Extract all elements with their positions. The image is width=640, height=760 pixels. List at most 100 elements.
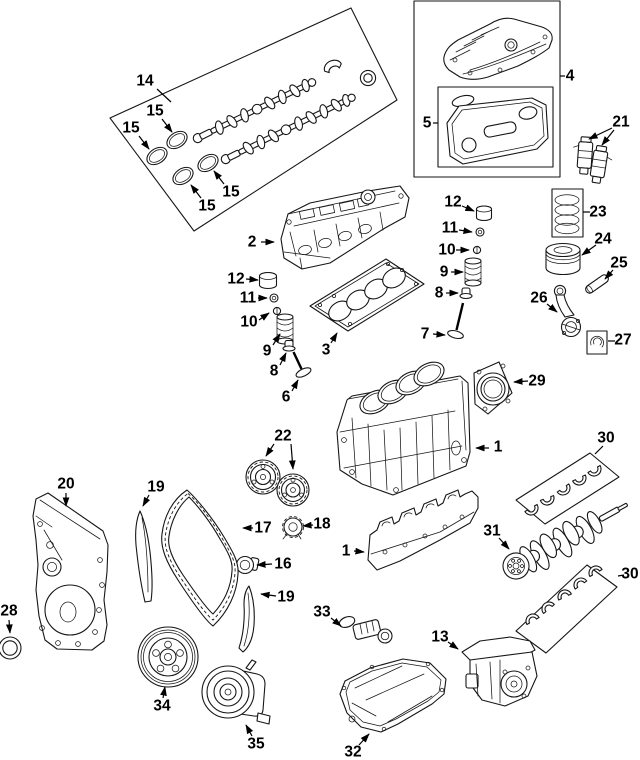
callout-label[interactable]: 25 — [610, 255, 628, 272]
callout-30[interactable]: 30 — [594, 430, 615, 455]
callout-29[interactable]: 29 — [513, 373, 546, 390]
callout-16[interactable]: 16 — [256, 556, 292, 573]
callout-label[interactable]: 14 — [136, 73, 154, 90]
callout-6[interactable]: 6 — [282, 379, 299, 406]
callout-label[interactable]: 20 — [57, 476, 74, 493]
callout-label[interactable]: 19 — [147, 479, 165, 496]
callout-label[interactable]: 30 — [621, 566, 638, 583]
callout-1[interactable]: 1 — [475, 439, 503, 456]
callout-20[interactable]: 20 — [57, 476, 75, 507]
callout-label[interactable]: 11 — [240, 290, 257, 307]
callout-8[interactable]: 8 — [435, 285, 459, 302]
callout-label[interactable]: 11 — [442, 220, 459, 237]
callout-3[interactable]: 3 — [322, 332, 338, 359]
callout-label[interactable]: 6 — [282, 389, 291, 406]
callout-label[interactable]: 16 — [274, 556, 292, 573]
callout-1[interactable]: 1 — [342, 543, 365, 560]
callout-label[interactable]: 19 — [277, 589, 295, 606]
valve-cover-box — [413, 0, 561, 178]
callout-label[interactable]: 3 — [322, 342, 331, 359]
callout-31[interactable]: 31 — [483, 523, 510, 550]
callout-25[interactable]: 25 — [604, 255, 628, 280]
callout-22[interactable]: 22 — [265, 428, 296, 470]
callout-label[interactable]: 12 — [227, 271, 244, 288]
callout-18[interactable]: 18 — [302, 516, 331, 533]
callout-label[interactable]: 1 — [342, 543, 351, 560]
callout-label[interactable]: 4 — [566, 68, 575, 85]
callout-label[interactable]: 12 — [444, 194, 461, 211]
callout-label[interactable]: 15 — [198, 198, 216, 215]
callout-label[interactable]: 10 — [240, 314, 257, 331]
callout-13[interactable]: 13 — [431, 629, 459, 650]
callout-15[interactable]: 15 — [146, 103, 173, 133]
callout-14[interactable]: 14 — [136, 73, 172, 103]
callout-11[interactable]: 11 — [240, 290, 268, 307]
callout-33[interactable]: 33 — [313, 604, 342, 627]
callout-4[interactable]: 4 — [560, 68, 575, 85]
callout-19[interactable]: 19 — [260, 589, 295, 606]
callout-label[interactable]: 13 — [431, 629, 449, 646]
callout-label[interactable]: 23 — [589, 204, 607, 221]
callout-label[interactable]: 34 — [153, 698, 171, 715]
callout-12[interactable]: 12 — [227, 271, 259, 288]
callout-2[interactable]: 2 — [248, 234, 275, 251]
callout-label[interactable]: 28 — [0, 603, 18, 620]
callout-label[interactable]: 9 — [440, 264, 449, 281]
callout-label[interactable]: 22 — [274, 428, 291, 445]
callout-17[interactable]: 17 — [242, 520, 272, 537]
callout-30[interactable]: 30 — [617, 566, 639, 583]
callout-label[interactable]: 7 — [421, 326, 430, 343]
callout-26[interactable]: 26 — [530, 290, 558, 313]
callout-7[interactable]: 7 — [421, 326, 446, 343]
callout-label[interactable]: 10 — [438, 242, 455, 259]
callout-35[interactable]: 35 — [245, 724, 265, 753]
callout-label[interactable]: 15 — [146, 103, 164, 120]
callout-24[interactable]: 24 — [581, 231, 612, 256]
callout-10[interactable]: 10 — [240, 312, 270, 331]
callout-32[interactable]: 32 — [344, 733, 370, 760]
callout-label[interactable]: 1 — [494, 439, 503, 456]
callout-label[interactable]: 15 — [122, 120, 140, 137]
callout-9[interactable]: 9 — [440, 264, 464, 281]
callout-label[interactable]: 24 — [594, 231, 612, 248]
callout-19[interactable]: 19 — [142, 479, 165, 507]
leader-arrow-line — [260, 591, 277, 599]
callout-label[interactable]: 35 — [247, 736, 265, 753]
callout-label[interactable]: 26 — [530, 290, 548, 307]
callout-28[interactable]: 28 — [0, 603, 18, 634]
callout-label[interactable]: 29 — [528, 373, 546, 390]
camshaft-exhaust — [192, 78, 317, 144]
callout-5[interactable]: 5 — [423, 115, 438, 132]
callout-label[interactable]: 31 — [483, 523, 501, 540]
callout-15[interactable]: 15 — [122, 120, 150, 150]
callout-label[interactable]: 8 — [435, 285, 444, 302]
callout-label[interactable]: 27 — [614, 332, 631, 349]
callout-21[interactable]: 21 — [588, 114, 630, 146]
callout-label[interactable]: 9 — [263, 343, 272, 360]
callout-8[interactable]: 8 — [270, 352, 287, 380]
callout-15[interactable]: 15 — [213, 170, 240, 201]
callout-label[interactable]: 33 — [313, 604, 331, 621]
callout-label[interactable]: 18 — [313, 516, 331, 533]
oil-solenoid — [338, 616, 393, 644]
callout-10[interactable]: 10 — [438, 242, 470, 259]
callout-label[interactable]: 21 — [612, 114, 630, 131]
callout-label[interactable]: 32 — [344, 744, 361, 760]
callout-11[interactable]: 11 — [442, 220, 473, 237]
callout-12[interactable]: 12 — [444, 194, 475, 212]
callout-label[interactable]: 2 — [248, 234, 257, 251]
leader-arrow-line — [581, 244, 597, 256]
callout-label[interactable]: 17 — [254, 520, 271, 537]
callout-23[interactable]: 23 — [583, 204, 607, 221]
callout-label[interactable]: 8 — [270, 363, 279, 380]
callout-label[interactable]: 30 — [597, 430, 614, 447]
leader-arrow-line — [513, 377, 529, 385]
callout-label[interactable]: 15 — [222, 184, 240, 201]
callout-34[interactable]: 34 — [153, 686, 171, 715]
callout-27[interactable]: 27 — [608, 332, 632, 349]
oil-pump — [461, 636, 538, 707]
callout-9[interactable]: 9 — [263, 333, 281, 360]
callout-label[interactable]: 5 — [423, 115, 432, 132]
callout-15[interactable]: 15 — [190, 184, 216, 215]
